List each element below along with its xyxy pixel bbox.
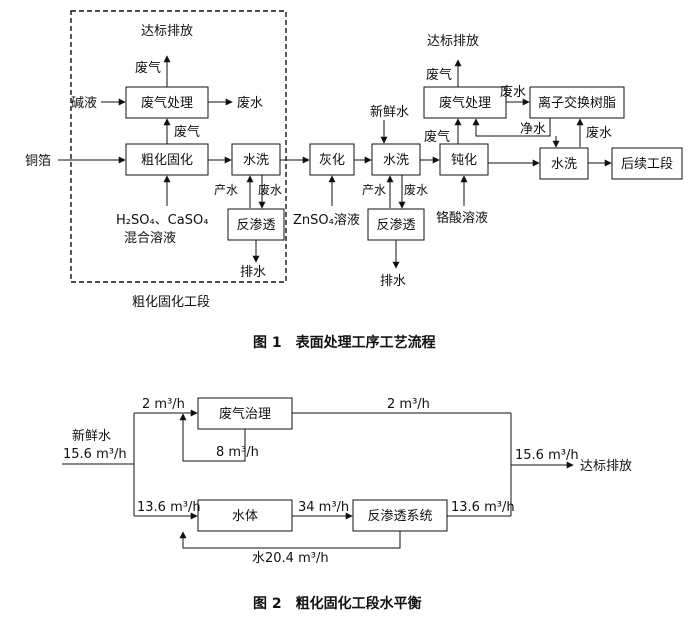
fig2-labels: 新鲜水 15.6 m³/h 2 m³/h 8 m³/h 2 m³/h 13.6 … <box>63 397 632 566</box>
box-wash-3: 水洗 <box>539 147 589 180</box>
label-to-ro: 34 m³/h <box>298 500 349 515</box>
box-roughening: 粗化固化 <box>125 143 209 176</box>
svg-text:废气治理: 废气治理 <box>219 406 271 422</box>
fig2-flow-lines <box>62 409 574 549</box>
label-wastewater-1: 废水 <box>237 95 263 111</box>
label-recycle-water: 水20.4 m³/h <box>252 551 329 566</box>
label-wastewater-3: 废水 <box>586 125 612 141</box>
label-drain-2: 排水 <box>380 274 406 289</box>
label-chromic-acid: 铬酸溶液 <box>436 210 488 226</box>
figure-2-caption: 图 2 粗化固化工段水平衡 <box>253 595 422 612</box>
box-ro-system: 反渗透系统 <box>352 499 448 532</box>
label-upper-in: 2 m³/h <box>142 397 185 412</box>
svg-text:灰化: 灰化 <box>319 153 345 168</box>
label-fresh-water: 新鲜水 <box>370 104 409 120</box>
fig1-flow-lines <box>58 55 612 269</box>
label-exhaust-1: 废气 <box>135 60 161 76</box>
label-product-water-2: 产水 <box>362 183 386 197</box>
label-fresh-water: 新鲜水 <box>72 428 111 444</box>
arrow-clean-water-return <box>472 118 551 137</box>
label-znso4: ZnSO₄溶液 <box>293 213 360 228</box>
svg-text:废气处理: 废气处理 <box>439 95 491 111</box>
label-product-water-1: 产水 <box>214 183 238 197</box>
figure-1-caption: 图 1 表面处理工序工艺流程 <box>253 334 436 351</box>
arrow-gas-recycle <box>179 413 246 462</box>
label-wastewater-gas2: 废水 <box>500 84 526 100</box>
label-exhaust-2: 废气 <box>426 67 452 83</box>
arrow-water-recycle <box>179 531 401 549</box>
box-ro-1: 反渗透 <box>227 208 285 241</box>
fig1-labels: 达标排放 废气 碱液 废水 废气 铜箔 产水 废水 H₂SO₄、CaSO₄ 混合… <box>25 24 612 310</box>
label-wastewater-1b: 废水 <box>258 182 282 197</box>
box-wash-2: 水洗 <box>371 143 421 176</box>
label-mixed-solution: 混合溶液 <box>124 231 176 246</box>
label-discharge-2: 达标排放 <box>427 34 479 49</box>
svg-text:水体: 水体 <box>232 509 258 524</box>
svg-text:水洗: 水洗 <box>383 153 409 168</box>
box-wash-1: 水洗 <box>231 143 281 176</box>
label-alkali: 碱液 <box>71 96 97 111</box>
figure-1: 废气处理 粗化固化 水洗 反渗透 灰化 水洗 反渗透 钝化 <box>25 10 683 351</box>
box-gas-treatment: 废气治理 <box>197 397 293 430</box>
label-exhaust-2b: 废气 <box>424 129 450 145</box>
label-upper-out: 2 m³/h <box>387 397 430 412</box>
label-discharge: 达标排放 <box>580 459 632 474</box>
box-ashing: 灰化 <box>309 143 355 176</box>
svg-text:离子交换树脂: 离子交换树脂 <box>538 95 616 111</box>
svg-text:钝化: 钝化 <box>451 153 477 168</box>
label-roughening-section: 粗化固化工段 <box>132 295 210 310</box>
label-clean-water: 净水 <box>520 122 546 137</box>
svg-text:反渗透系统: 反渗透系统 <box>367 509 432 524</box>
svg-text:废气处理: 废气处理 <box>141 95 193 111</box>
label-exhaust-1b: 废气 <box>174 124 200 140</box>
label-acid-solution: H₂SO₄、CaSO₄ <box>116 213 208 228</box>
box-passivation: 钝化 <box>439 143 489 176</box>
svg-text:反渗透: 反渗透 <box>376 218 415 233</box>
label-drain-1: 排水 <box>240 265 266 280</box>
label-discharge-1: 达标排放 <box>141 24 193 39</box>
roughening-section-boundary <box>70 10 287 283</box>
label-total-out: 15.6 m³/h <box>515 448 579 463</box>
box-ro-2: 反渗透 <box>367 208 425 241</box>
label-recycle-gas: 8 m³/h <box>216 445 259 460</box>
box-water-body: 水体 <box>197 499 293 532</box>
svg-text:水洗: 水洗 <box>551 157 577 172</box>
svg-text:水洗: 水洗 <box>243 153 269 168</box>
label-lower-in: 13.6 m³/h <box>137 500 201 515</box>
label-ro-out: 13.6 m³/h <box>451 500 515 515</box>
box-ion-exchange: 离子交换树脂 <box>529 86 625 119</box>
label-fresh-flow: 15.6 m³/h <box>63 447 127 462</box>
svg-text:后续工段: 后续工段 <box>621 157 673 172</box>
svg-text:反渗透: 反渗透 <box>236 218 275 233</box>
figure-2: 废气治理 水体 反渗透系统 新鲜水 15.6 m³/h 2 m³/h <box>62 397 632 612</box>
svg-text:粗化固化: 粗化固化 <box>141 153 193 168</box>
label-copper-foil: 铜箔 <box>25 153 51 169</box>
box-post-stage: 后续工段 <box>611 147 683 180</box>
label-wastewater-2: 废水 <box>404 182 428 197</box>
box-gas-treatment-1: 废气处理 <box>125 86 209 119</box>
box-gas-treatment-2: 废气处理 <box>423 86 507 119</box>
